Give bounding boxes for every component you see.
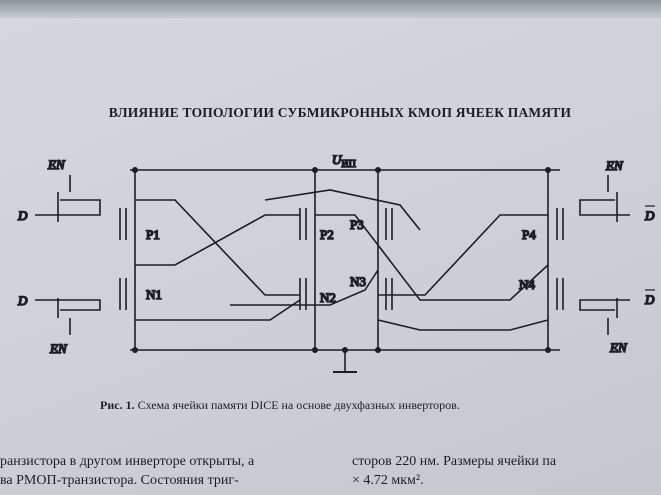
body-line: ранзистора в другом инверторе открыты, а: [0, 454, 255, 469]
body-line: ва РМОП-транзистора. Состояния триг-: [0, 473, 239, 488]
body-line: сторов 220 нм. Размеры ячейки па: [352, 454, 557, 469]
label-en-bottom-right: EN: [609, 340, 628, 355]
label-en-top-right: EN: [605, 158, 624, 173]
figure-caption: Рис. 1. Схема ячейки памяти DICE на осно…: [100, 398, 460, 413]
label-en-bottom-left: EN: [49, 341, 68, 356]
figure-caption-text: Схема ячейки памяти DICE на основе двухф…: [137, 398, 460, 412]
junction-dots: [132, 167, 551, 353]
figure-number: Рис. 1.: [100, 398, 135, 412]
label-p1: P1: [146, 227, 160, 242]
label-p2: P2: [320, 227, 334, 242]
body-column-left: ранзистора в другом инверторе открыты, а…: [0, 452, 340, 490]
label-d-top: D: [17, 208, 28, 223]
label-d-bar-bottom: D: [644, 292, 655, 307]
label-d-bottom: D: [17, 293, 28, 308]
dice-circuit-diagram: P1 P2 P3 P4 N1 N2 N3 N4 UИП EN EN EN EN …: [16, 151, 656, 373]
label-en-top-left: EN: [47, 157, 66, 172]
body-column-right: сторов 220 нм. Размеры ячейки па × 4.72 …: [352, 452, 661, 490]
label-n2: N2: [320, 290, 336, 305]
label-n4: N4: [519, 277, 535, 292]
label-d-bar-top: D: [644, 208, 655, 223]
page-top-shadow: [0, 0, 661, 18]
page-header: ВЛИЯНИЕ ТОПОЛОГИИ СУБМИКРОННЫХ КМОП ЯЧЕЕ…: [108, 105, 572, 120]
label-p4: P4: [522, 227, 536, 242]
body-line: × 4.72 мкм².: [352, 473, 424, 488]
label-supply: UИП: [332, 152, 356, 170]
label-n1: N1: [146, 287, 162, 302]
label-p3: P3: [350, 217, 364, 232]
label-n3: N3: [350, 274, 366, 289]
